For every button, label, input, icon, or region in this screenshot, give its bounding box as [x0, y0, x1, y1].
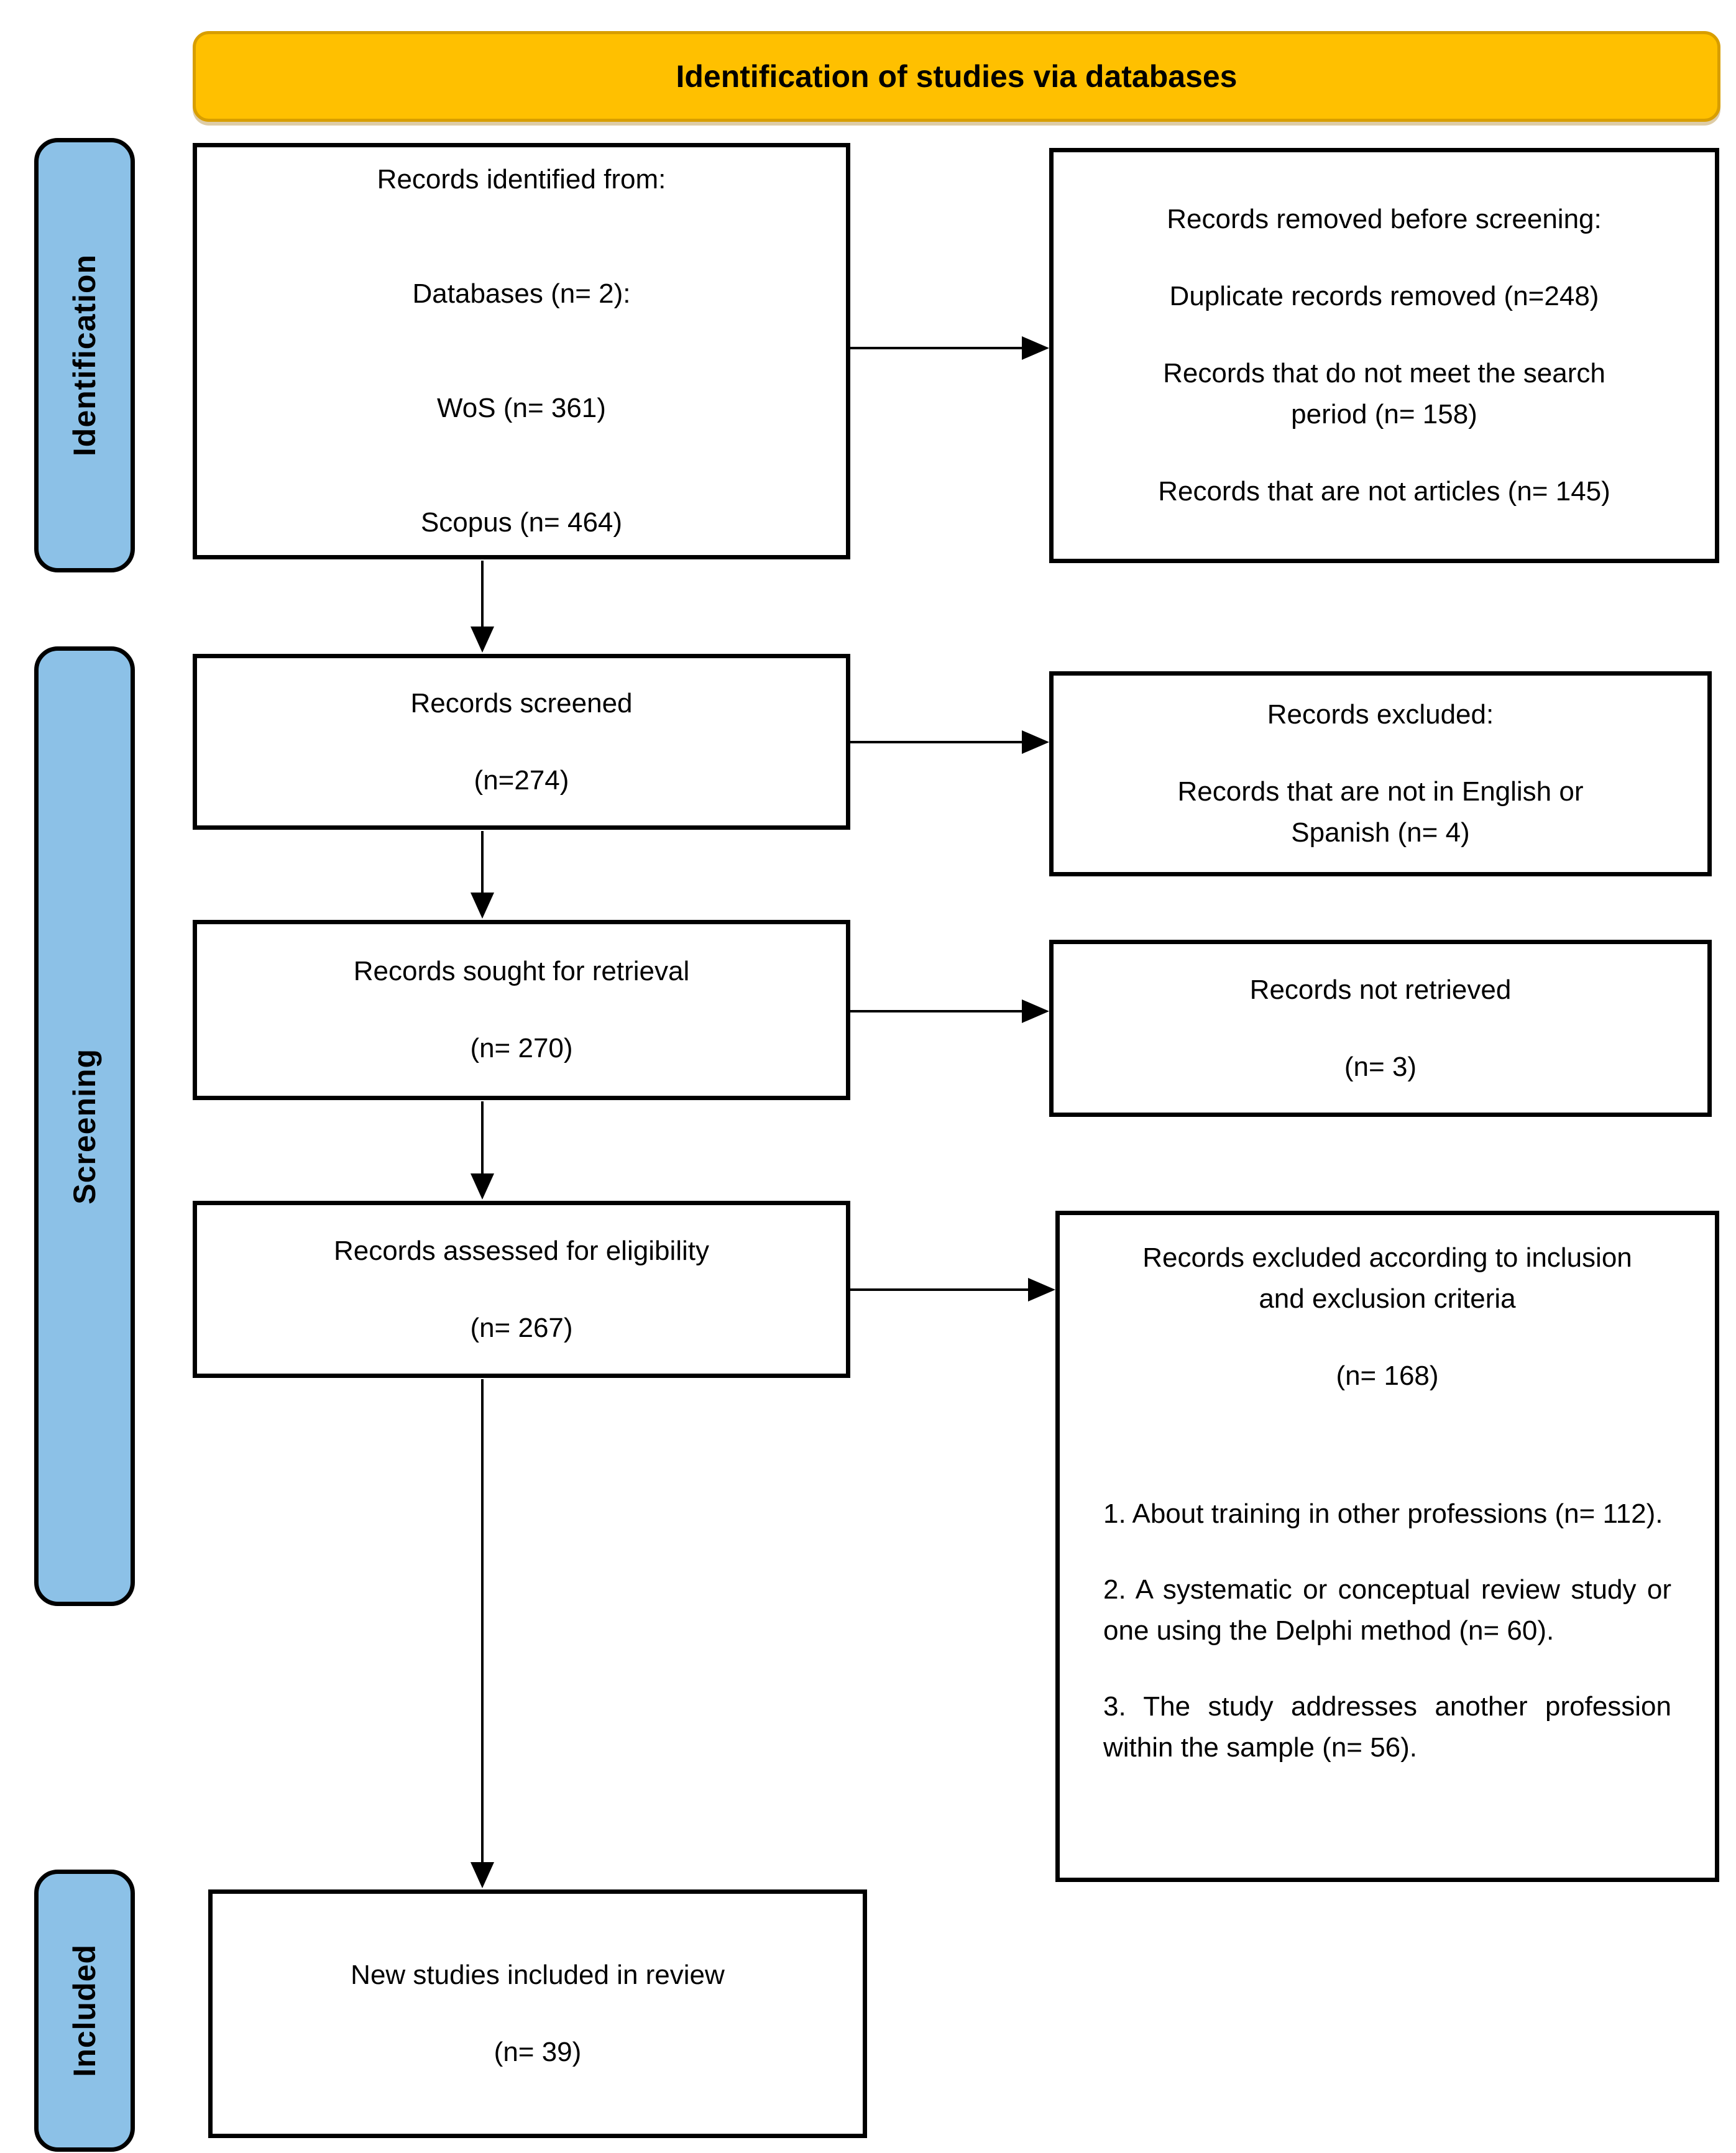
records-removed-search-period: Records that do not meet the search peri…	[1163, 358, 1605, 429]
records-screened-count: (n=274)	[474, 764, 569, 796]
records-identified-scopus: Scopus (n= 464)	[420, 507, 623, 538]
arrow-identified-to-screened	[471, 561, 494, 653]
records-identified-title: Records identified from:	[377, 164, 666, 195]
new-studies-count: (n= 39)	[494, 2037, 582, 2067]
banner-identification-via-databases: Identification of studies via databases	[193, 31, 1720, 122]
records-identified-databases: Databases (n= 2):	[412, 278, 631, 309]
arrow-assessed-to-excluded-criteria	[850, 1278, 1055, 1301]
arrow-assessed-to-included	[471, 1379, 494, 1888]
records-assessed-title: Records assessed for eligibility	[333, 1235, 710, 1266]
records-screened-title: Records screened	[410, 687, 633, 718]
records-assessed-count: (n= 267)	[470, 1312, 573, 1343]
records-not-retrieved-count: (n= 3)	[1344, 1051, 1417, 1082]
banner-label: Identification of studies via databases	[676, 59, 1238, 94]
excluded-criteria-count: (n= 168)	[1336, 1361, 1439, 1391]
records-sought-count: (n= 270)	[470, 1033, 573, 1063]
records-removed-not-articles: Records that are not articles (n= 145)	[1158, 476, 1610, 507]
records-sought-title: Records sought for retrieval	[353, 956, 690, 986]
excluded-criteria-reason-1: 1. About training in other professions (…	[1103, 1499, 1663, 1529]
stage-label-included: Included	[34, 1870, 135, 2152]
records-identified-wos: WoS (n= 361)	[437, 393, 606, 423]
stage-label-screening: Screening	[34, 646, 135, 1606]
arrow-identified-to-removed	[850, 336, 1049, 360]
records-not-retrieved-title: Records not retrieved	[1249, 974, 1512, 1005]
records-removed-duplicates: Duplicate records removed (n=248)	[1169, 281, 1599, 311]
box-records-excluded-criteria: Records excluded according to inclusion …	[1055, 1211, 1719, 1882]
box-new-studies-included: New studies included in review (n= 39)	[208, 1889, 867, 2138]
stage-label-identification-text: Identification	[67, 254, 102, 457]
box-records-not-retrieved: Records not retrieved (n= 3)	[1049, 940, 1712, 1117]
stage-label-included-text: Included	[67, 1944, 102, 2077]
arrow-sought-to-not-retrieved	[850, 999, 1049, 1023]
records-removed-title: Records removed before screening:	[1167, 204, 1602, 234]
box-records-identified: Records identified from: Databases (n= 2…	[193, 143, 850, 559]
box-records-sought: Records sought for retrieval (n= 270)	[193, 920, 850, 1100]
arrow-screened-to-excluded	[850, 730, 1049, 754]
stage-label-identification: Identification	[34, 138, 135, 572]
records-excluded-title: Records excluded:	[1267, 699, 1494, 730]
arrow-sought-to-assessed	[471, 1101, 494, 1200]
stage-label-screening-text: Screening	[67, 1048, 102, 1205]
box-records-removed-before-screening: Records removed before screening: Duplic…	[1049, 148, 1719, 563]
excluded-criteria-reasons: 1. About training in other professions (…	[1103, 1494, 1671, 1768]
excluded-criteria-heading: Records excluded according to inclusion …	[1142, 1242, 1632, 1314]
new-studies-title: New studies included in review	[351, 1960, 725, 1990]
box-records-excluded-language: Records excluded: Records that are not i…	[1049, 671, 1712, 876]
box-records-assessed: Records assessed for eligibility (n= 267…	[193, 1201, 850, 1378]
box-records-screened: Records screened (n=274)	[193, 654, 850, 830]
arrow-screened-to-sought	[471, 831, 494, 919]
excluded-criteria-reason-2: 2. A systematic or conceptual review stu…	[1103, 1574, 1671, 1646]
records-excluded-language-reason: Records that are not in English or Spani…	[1177, 776, 1584, 848]
excluded-criteria-reason-3: 3. The study addresses another professio…	[1103, 1691, 1671, 1763]
